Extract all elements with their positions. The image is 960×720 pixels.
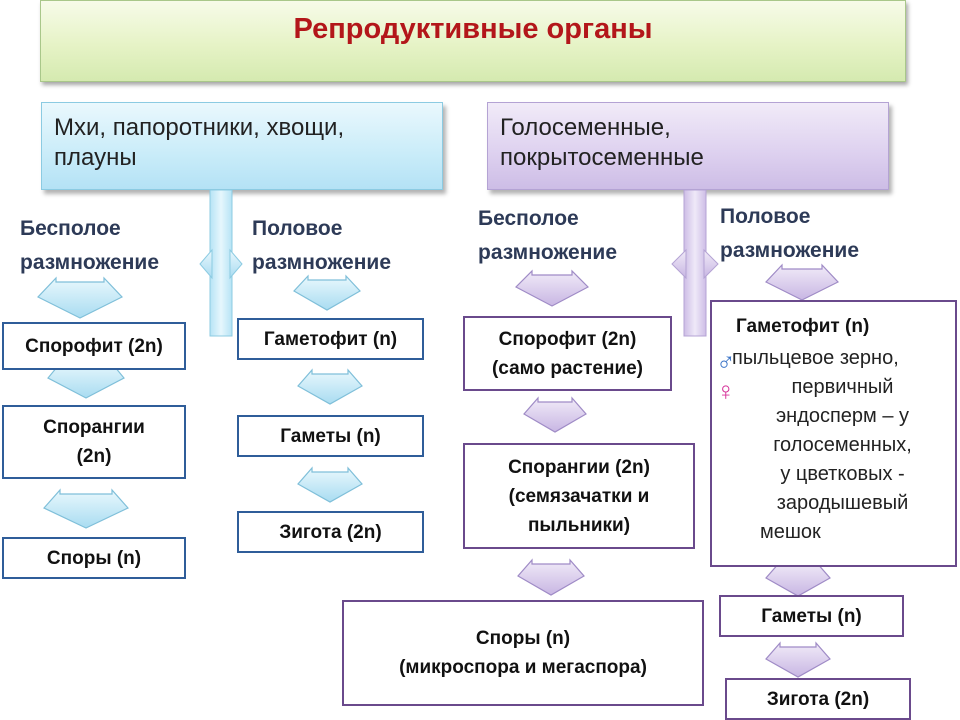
group-header-seed-plants: Голосеменные, покрытосеменные xyxy=(487,102,889,190)
label-line: размножение xyxy=(478,241,618,264)
group-header-mosses-ferns: Мхи, папоротники, хвощи, плауны xyxy=(41,102,443,190)
left-sporangia-box: Спорангии (2n) xyxy=(2,405,186,479)
double-arrow-connector-icon xyxy=(671,189,719,337)
down-arrow-icon xyxy=(765,560,831,597)
title-banner: Репродуктивные органы xyxy=(40,0,906,82)
label-line: Половое xyxy=(252,217,343,240)
node-text: Спорангии (2n) xyxy=(508,456,650,478)
node-text: Спорангии xyxy=(43,417,145,438)
label-line: Бесполое xyxy=(478,207,579,230)
node-text: Гаметы (n) xyxy=(280,425,381,447)
label-line: размножение xyxy=(720,239,860,262)
right-gametophyte-box: Гаметофит (n) ♂ ♀ пыльцевое зерно, перви… xyxy=(710,300,957,567)
right-sporophyte-box: Спорофит (2n) (само растение) xyxy=(463,316,672,391)
label-line: Бесполое xyxy=(20,217,121,240)
down-arrow-icon xyxy=(765,641,831,678)
right-zygote-box: Зигота (2n) xyxy=(725,678,911,720)
desc-line: зародышевый xyxy=(776,492,909,514)
desc-line: пыльцевое зерно, xyxy=(732,347,899,369)
desc-line: эндосперм – у xyxy=(775,405,910,427)
label-line: размножение xyxy=(252,251,392,274)
gametophyte-title: Гаметофит (n) xyxy=(736,316,870,337)
label-line: Половое xyxy=(720,205,811,228)
left-gametophyte-box: Гаметофит (n) xyxy=(237,318,424,360)
left-sporophyte-box: Спорофит (2n) xyxy=(2,322,186,370)
node-text: Зигота (2n) xyxy=(279,521,382,543)
double-arrow-connector-icon xyxy=(199,189,243,337)
desc-line: у цветковых - xyxy=(780,463,905,485)
group-header-line: Голосеменные, xyxy=(500,114,671,141)
node-text: Спорофит (2n) xyxy=(25,335,163,357)
node-text: (само растение) xyxy=(491,357,644,379)
group-header-line: плауны xyxy=(54,144,137,171)
label-line: размножение xyxy=(20,251,160,274)
right-spores-box: Споры (n) (микроспора и мегаспора) xyxy=(342,600,704,706)
down-arrow-icon xyxy=(293,274,361,311)
right-sporangia-box: Спорангии (2n) (семязачатки и пыльники) xyxy=(463,443,695,549)
desc-line: мешок xyxy=(760,521,821,543)
node-text: (2n) xyxy=(76,446,112,467)
female-symbol-icon: ♀ xyxy=(716,376,736,406)
desc-line: голосеменных, xyxy=(773,434,912,456)
node-text: пыльники) xyxy=(527,514,631,536)
down-arrow-icon xyxy=(517,558,585,596)
down-arrow-icon xyxy=(765,263,839,301)
left-asexual-label: Бесполое размножение xyxy=(20,212,159,280)
node-text: (семязачатки и xyxy=(508,485,650,507)
down-arrow-icon xyxy=(43,488,129,529)
node-text: Зигота (2n) xyxy=(766,688,870,710)
node-text: Гаметофит (n) xyxy=(263,328,398,350)
male-symbol-icon: ♂ xyxy=(716,346,736,376)
node-text: Споры (n) xyxy=(475,628,571,649)
right-gametes-box: Гаметы (n) xyxy=(719,595,904,637)
desc-line: первичный xyxy=(791,376,894,398)
node-text: Споры (n) xyxy=(46,547,142,569)
node-text: (микроспора и мегаспора) xyxy=(399,657,647,678)
down-arrow-icon xyxy=(523,396,587,433)
down-arrow-icon xyxy=(297,466,363,503)
group-header-line: покрытосеменные xyxy=(500,144,704,171)
right-sexual-label: Половое размножение xyxy=(720,200,859,268)
gametophyte-description: пыльцевое зерно, первичный эндосперм – у… xyxy=(730,344,955,547)
left-gametes-box: Гаметы (n) xyxy=(237,415,424,457)
down-arrow-icon xyxy=(515,269,589,307)
group-header-line: Мхи, папоротники, хвощи, xyxy=(54,114,345,141)
left-spores-box: Споры (n) xyxy=(2,537,186,579)
left-zygote-box: Зигота (2n) xyxy=(237,511,424,553)
down-arrow-icon xyxy=(37,276,123,319)
node-text: Спорофит (2n) xyxy=(498,328,637,350)
node-text: Гаметы (n) xyxy=(761,605,862,627)
page-title: Репродуктивные органы xyxy=(293,12,653,45)
down-arrow-icon xyxy=(297,368,363,405)
sex-symbols: ♂ ♀ xyxy=(716,346,736,406)
left-sexual-label: Половое размножение xyxy=(252,212,391,280)
right-asexual-label: Бесполое размножение xyxy=(478,202,617,270)
